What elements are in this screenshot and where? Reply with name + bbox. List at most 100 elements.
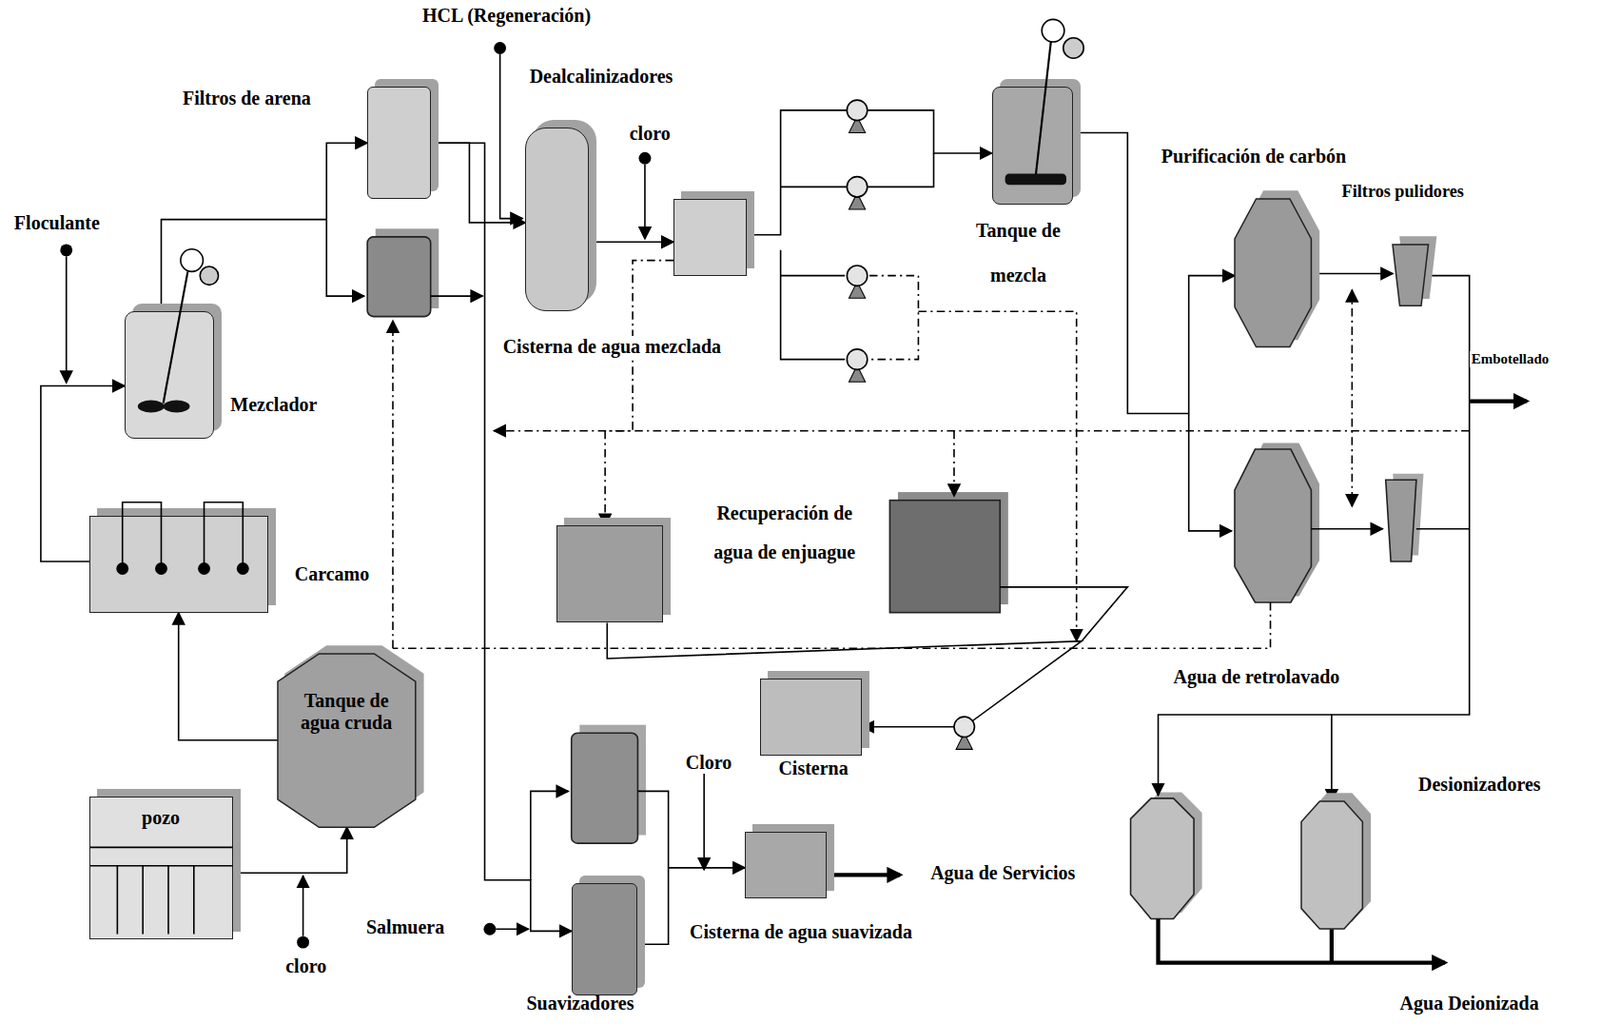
flow-line (1310, 273, 1393, 275)
equipment-label: Cisterna de agua suavizada (689, 920, 913, 943)
flow-line (1331, 275, 1470, 801)
stream-label: cloro (627, 122, 673, 145)
shape-outline (277, 653, 416, 827)
pipe-line (780, 274, 846, 277)
pipe-line (953, 430, 956, 497)
flow-line (746, 110, 992, 235)
pipe-line (167, 865, 170, 935)
equipment-symbol (1131, 798, 1195, 919)
pipe-line (391, 320, 394, 648)
stream-label: Cloro (683, 751, 735, 774)
flow-line (178, 612, 278, 741)
equipment-symbol (1385, 479, 1417, 562)
valve-symbol (199, 266, 218, 285)
pipe-line (89, 846, 233, 849)
flow-line (588, 240, 674, 243)
valve-symbol (59, 243, 73, 256)
equipment-symbol (848, 365, 865, 382)
pipe-line (702, 771, 705, 870)
pipe-line (780, 250, 846, 360)
valve-symbol (180, 249, 204, 273)
polishing-filter: Filtros pulidores (1392, 244, 1429, 306)
shape-outline (1392, 244, 1429, 306)
cistern-box: Cisterna de agua mezclada (673, 198, 747, 275)
stream-label: cloro (283, 955, 329, 977)
pipe-line (204, 502, 244, 569)
pipe-line (637, 790, 668, 867)
well-box: pozo (89, 796, 233, 939)
pipe-line (1158, 714, 1332, 796)
stream-label: Salmuera (364, 916, 447, 938)
valve-symbol (639, 152, 652, 165)
pipe-line (1035, 40, 1052, 176)
pipe-line (430, 294, 484, 297)
valve-symbol (155, 562, 168, 575)
stream-label: Agua Deionizada (1398, 992, 1542, 1015)
pipe-line (1158, 917, 1445, 962)
valve-symbol (493, 41, 507, 55)
flow-line (430, 142, 527, 223)
equipment-label: Purificación de carbón (1161, 145, 1347, 168)
dealkalizer-column: Dealcalinizadores (525, 127, 589, 312)
equipment-symbol (848, 116, 865, 133)
valve-symbol (197, 562, 211, 575)
mixer-blade (137, 400, 165, 413)
equipment-symbol (1234, 448, 1311, 603)
carbon-filter: Purificación de carbón (1234, 198, 1311, 348)
sump-box: Carcamo (89, 515, 269, 613)
equipment-label: Cisterna (778, 757, 848, 780)
pipe-line (122, 502, 162, 569)
valve-symbol (1063, 38, 1084, 59)
pipe-line (500, 54, 524, 219)
pipe-line (163, 271, 189, 403)
equipment-symbol (848, 281, 865, 298)
equipment-label: Carcamo (292, 563, 372, 586)
shape-outline (1392, 244, 1429, 306)
pipe-line (826, 872, 900, 877)
pipe-line (999, 586, 1128, 642)
equipment-label: Suavizadores (526, 992, 634, 1015)
equipment-symbol (889, 500, 1000, 613)
flow-line (1073, 132, 1234, 413)
shape-outline (1301, 800, 1363, 929)
deionizer-column: Desionizadores (1301, 800, 1363, 929)
equipment-symbol (956, 732, 973, 749)
mixer-tank: Mezclador (124, 311, 215, 439)
pipe-line (1329, 928, 1334, 962)
valve-symbol (296, 936, 310, 949)
valve-symbol (483, 922, 496, 936)
valve-symbol (846, 99, 867, 120)
pipe-line (1416, 527, 1470, 530)
equipment-label: Tanque de agua cruda (290, 689, 404, 734)
stream-label: Embotellado (1469, 351, 1552, 368)
recovery-tank: Recuperación de agua de enjuague (556, 525, 664, 623)
pipe-line (917, 311, 1076, 641)
stream-label: Agua de Servicios (928, 861, 1077, 884)
pipe-line (193, 865, 196, 935)
cistern-box: Cisterna de agua suavizada (744, 831, 827, 898)
shape-outline (1234, 198, 1311, 348)
valve-symbol (236, 562, 250, 575)
backwash-line (604, 260, 674, 527)
valve-symbol (846, 176, 867, 197)
stream-label: HCL (Regeneración) (420, 4, 593, 27)
shape-outline (277, 653, 416, 827)
pipe-line (141, 865, 144, 935)
flow-line (160, 142, 368, 312)
pipe-line (493, 429, 1470, 432)
shape-outline (1301, 800, 1363, 929)
equipment-symbol (1005, 173, 1067, 185)
valve-symbol (1041, 19, 1065, 42)
pump-group (846, 99, 975, 749)
equipment-symbol (571, 732, 639, 843)
mixing-tank: Tanque de mezcla (992, 86, 1074, 204)
pipe-line (530, 790, 569, 879)
pipe-line (392, 602, 1271, 648)
pipe-line (1351, 290, 1354, 507)
pipe-line (869, 275, 918, 360)
valve-symbol (116, 562, 129, 575)
valve-symbol (846, 349, 867, 370)
stream-label: Floculante (12, 212, 102, 235)
